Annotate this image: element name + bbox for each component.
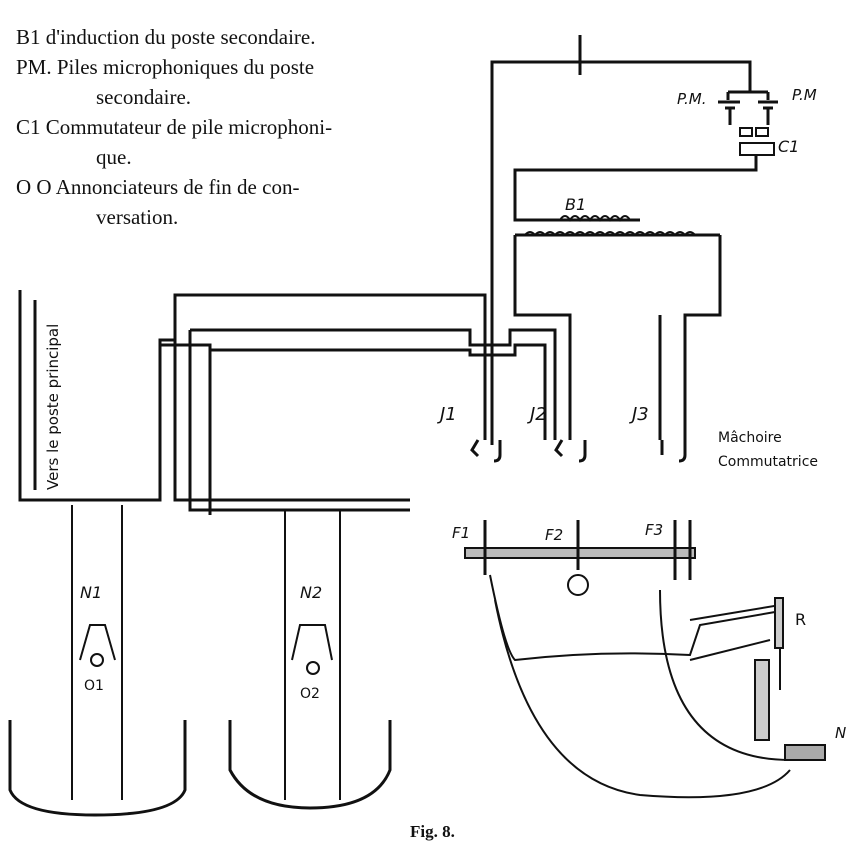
label-n2: N2 [300,583,322,602]
label-machoire: Mâchoire [718,430,782,446]
label-o2: O2 [300,686,320,702]
label-f2: F2 [545,526,563,544]
legend-item-pm: PM. Piles microphoniques du poste [16,55,315,79]
label-pm-left: P.M. [677,90,706,108]
legend-item-pm-cont: secondaire. [96,85,192,109]
annunciator-n2 [228,510,392,810]
label-o1: O1 [84,678,104,694]
legend-item-oo: O O Annonciateurs de fin de con- [16,175,300,199]
label-j3: J3 [629,404,649,425]
label-vers-poste-principal: Vers le poste principal [44,324,62,490]
label-n1: N1 [80,583,102,602]
figure-caption: Fig. 8. [410,822,455,841]
commutator-jaw [464,520,826,799]
label-f1: F1 [452,524,470,542]
line-bus [18,290,557,515]
label-r: R [795,610,806,629]
label-f3: F3 [645,521,663,539]
label-j2: J2 [527,404,547,425]
annunciator-n1 [8,505,187,817]
label-c1: C1 [778,137,799,156]
battery-circuit [490,35,778,445]
legend-item-oo-cont: versation. [96,205,179,229]
legend-item-b1: B1 d'induction du poste secondaire. [16,25,316,49]
legend-item-c1: C1 Commutateur de pile microphoni- [16,115,333,139]
label-pm-right: P.M [792,86,817,104]
label-j1: J1 [437,404,457,425]
label-b1: B1 [565,195,586,214]
legend-item-c1-cont: que. [96,145,132,169]
label-commutatrice: Commutatrice [718,454,818,470]
label-n: N [835,724,846,742]
legend: B1 d'induction du poste secondaire. PM. … [16,22,466,232]
jacks [470,439,687,463]
